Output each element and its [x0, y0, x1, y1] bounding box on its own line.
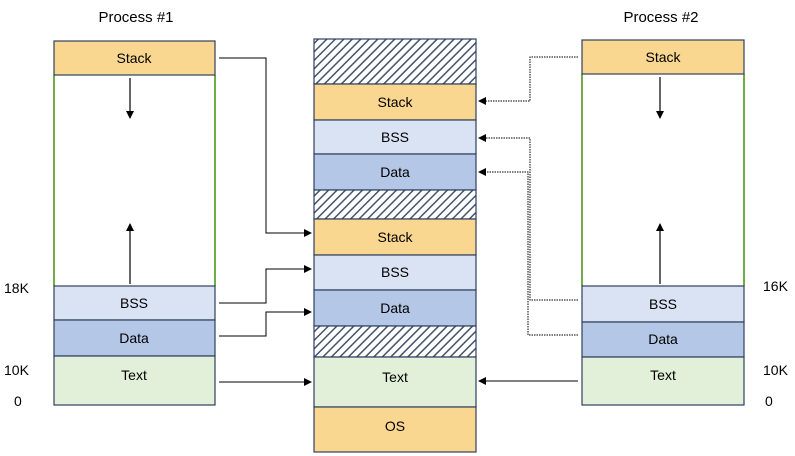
physical-unused-region-top: [313, 38, 477, 85]
physical-data1-segment: [313, 289, 477, 327]
physical-stack1-label: Stack: [377, 229, 413, 245]
process1-address-0: 0: [14, 393, 22, 409]
process2-title: Process #2: [623, 9, 698, 26]
physical-text-segment: [313, 356, 477, 408]
process2-address-0: 0: [765, 393, 773, 409]
process2-address-16k: 16K: [763, 278, 789, 294]
process1-bss-label: BSS: [120, 295, 148, 311]
physical-unused-region-middle: [313, 189, 477, 220]
process1-address-space: Stack BSS Data Text: [53, 40, 216, 406]
physical-stack2-segment: [313, 83, 477, 121]
physical-stack2-label: Stack: [377, 94, 413, 110]
process1-address-10k: 10K: [4, 362, 30, 378]
process2-address-10k: 10K: [763, 362, 789, 378]
process1-bss-segment: [53, 285, 216, 321]
map-p1-stack-arrow: [219, 57, 312, 237]
process2-stack-segment: [581, 39, 745, 75]
map-p2-data-arrow: [478, 168, 578, 336]
process2-free-region: [582, 74, 744, 286]
map-p2-bss-arrow: [478, 134, 578, 301]
physical-bss1-segment: [313, 254, 477, 291]
process1-text-segment: [53, 355, 216, 406]
physical-unused-region-bottom: [313, 325, 477, 358]
physical-data1-label: Data: [380, 300, 410, 316]
physical-memory: Stack BSS Data Stack BSS Data Text OS: [313, 38, 477, 453]
process2-text-segment: [581, 356, 745, 406]
process1-title: Process #1: [98, 9, 173, 26]
process1-free-region: [54, 75, 215, 286]
process1-data-label: Data: [119, 330, 149, 346]
process1-text-label: Text: [121, 367, 147, 383]
physical-bss1-label: BSS: [381, 264, 409, 280]
map-p1-data-arrow: [219, 308, 312, 337]
process2-data-segment: [581, 321, 745, 358]
process1-address-18k: 18K: [4, 280, 30, 296]
physical-stack1-segment: [313, 218, 477, 256]
map-p1-bss-arrow: [219, 265, 312, 304]
physical-data2-segment: [313, 153, 477, 191]
process2-bss-segment: [581, 285, 745, 323]
physical-text-label: Text: [382, 369, 408, 385]
process1-data-segment: [53, 319, 216, 357]
physical-os-segment: [313, 406, 477, 453]
process2-text-label: Text: [650, 367, 676, 383]
process2-bss-label: BSS: [649, 296, 677, 312]
physical-os-label: OS: [385, 418, 405, 434]
process2-stack-label: Stack: [645, 49, 681, 65]
process2-data-label: Data: [648, 331, 678, 347]
process2-address-space: Stack BSS Data Text: [581, 39, 745, 406]
process1-stack-label: Stack: [116, 50, 152, 66]
map-p2-stack-arrow: [478, 56, 578, 105]
physical-bss2-label: BSS: [381, 129, 409, 145]
process1-stack-segment: [53, 40, 216, 76]
physical-bss2-segment: [313, 119, 477, 155]
physical-data2-label: Data: [380, 164, 410, 180]
